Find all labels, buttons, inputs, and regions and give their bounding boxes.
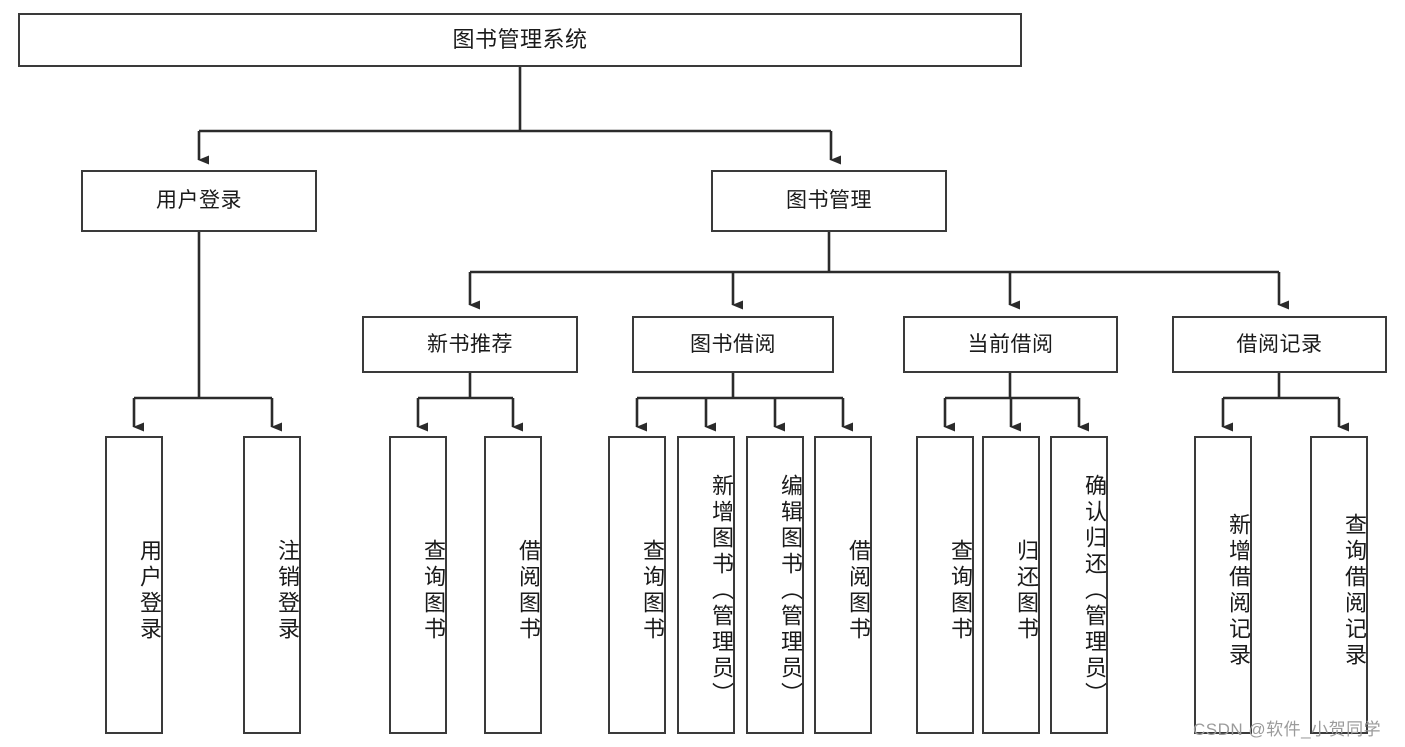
watermark-text: CSDN @软件_小贺同学 — [1193, 720, 1382, 739]
node-borrow-record-label: 借阅记录 — [1236, 332, 1323, 356]
leaf-label: 查询图书 — [640, 539, 665, 643]
leaf-label: 借阅图书 — [516, 539, 541, 643]
leaf-label: 归还图书 — [1014, 539, 1039, 643]
leaf-new-book-borrow[interactable]: 借阅图书 — [484, 436, 542, 734]
node-book-borrow[interactable]: 图书借阅 — [632, 316, 834, 373]
leaf-label: 编辑图书（管理员） — [778, 474, 803, 708]
leaf-label: 借阅图书 — [846, 539, 871, 643]
leaf-user-login-login[interactable]: 用户登录 — [105, 436, 163, 734]
leaf-record-add[interactable]: 新增借阅记录 — [1194, 436, 1252, 734]
leaf-label: 查询图书 — [948, 539, 973, 643]
node-user-login-label: 用户登录 — [156, 189, 242, 213]
node-book-management[interactable]: 图书管理 — [711, 170, 947, 232]
node-new-book-recommend[interactable]: 新书推荐 — [362, 316, 578, 373]
watermark: CSDN @软件_小贺同学 — [1193, 715, 1381, 740]
leaf-current-query[interactable]: 查询图书 — [916, 436, 974, 734]
leaf-record-query[interactable]: 查询借阅记录 — [1310, 436, 1368, 734]
node-root-label: 图书管理系统 — [452, 26, 588, 52]
leaf-label: 查询图书 — [421, 539, 446, 643]
leaf-label: 新增借阅记录 — [1226, 513, 1251, 669]
node-root[interactable]: 图书管理系统 — [18, 13, 1022, 67]
leaf-current-return[interactable]: 归还图书 — [982, 436, 1040, 734]
leaf-user-login-logout[interactable]: 注销登录 — [243, 436, 301, 734]
leaf-borrow-query[interactable]: 查询图书 — [608, 436, 666, 734]
leaf-label: 确认归还（管理员） — [1082, 474, 1107, 708]
leaf-current-confirm-return[interactable]: 确认归还（管理员） — [1050, 436, 1108, 734]
node-borrow-record[interactable]: 借阅记录 — [1172, 316, 1387, 373]
node-current-borrow-label: 当前借阅 — [967, 332, 1054, 356]
leaf-label: 新增图书（管理员） — [709, 474, 734, 708]
node-book-management-label: 图书管理 — [786, 189, 872, 213]
node-user-login[interactable]: 用户登录 — [81, 170, 317, 232]
node-new-book-recommend-label: 新书推荐 — [427, 332, 513, 356]
leaf-label: 注销登录 — [275, 539, 300, 643]
leaf-borrow-borrow-book[interactable]: 借阅图书 — [814, 436, 872, 734]
leaf-label: 用户登录 — [137, 539, 162, 643]
node-book-borrow-label: 图书借阅 — [690, 332, 776, 356]
leaf-borrow-add-book[interactable]: 新增图书（管理员） — [677, 436, 735, 734]
leaf-label: 查询借阅记录 — [1342, 513, 1367, 669]
leaf-new-book-query[interactable]: 查询图书 — [389, 436, 447, 734]
leaf-borrow-edit-book[interactable]: 编辑图书（管理员） — [746, 436, 804, 734]
node-current-borrow[interactable]: 当前借阅 — [903, 316, 1118, 373]
